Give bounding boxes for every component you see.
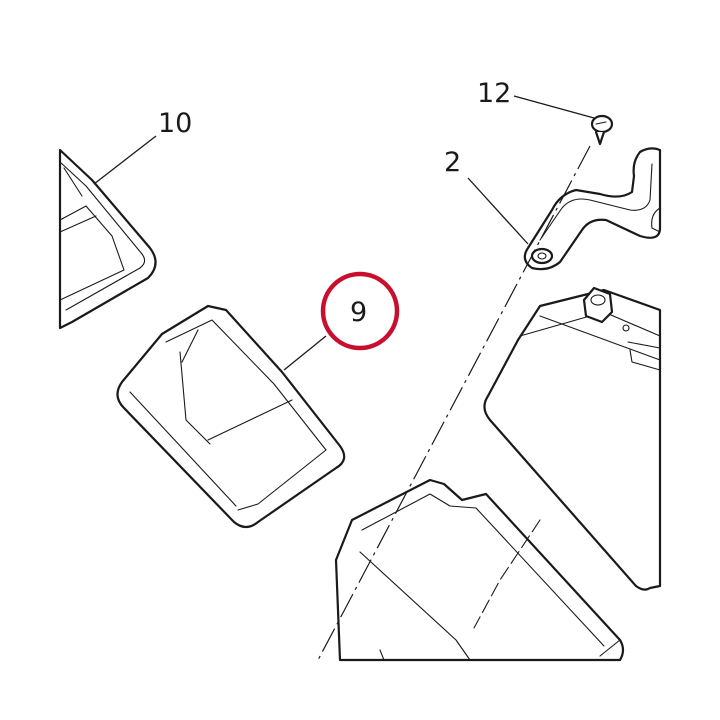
- leader-9: [283, 335, 327, 371]
- highlight-ring: [320, 271, 400, 351]
- callout-9: 9: [350, 297, 367, 328]
- leader-10: [93, 135, 157, 185]
- callout-10: 10: [158, 108, 192, 139]
- leader-12: [513, 95, 595, 119]
- part-2-bracket: [523, 147, 662, 271]
- callout-2: 2: [444, 147, 461, 178]
- battery-tray: [334, 478, 625, 662]
- part-9-cover: [116, 304, 346, 529]
- battery: [483, 286, 662, 591]
- part-12-screw: [590, 114, 614, 146]
- part-10-cover: [58, 148, 157, 330]
- callout-12: 12: [477, 78, 511, 109]
- leader-lines: [93, 95, 595, 371]
- leader-2: [467, 177, 529, 245]
- assembly-axis: [317, 145, 591, 661]
